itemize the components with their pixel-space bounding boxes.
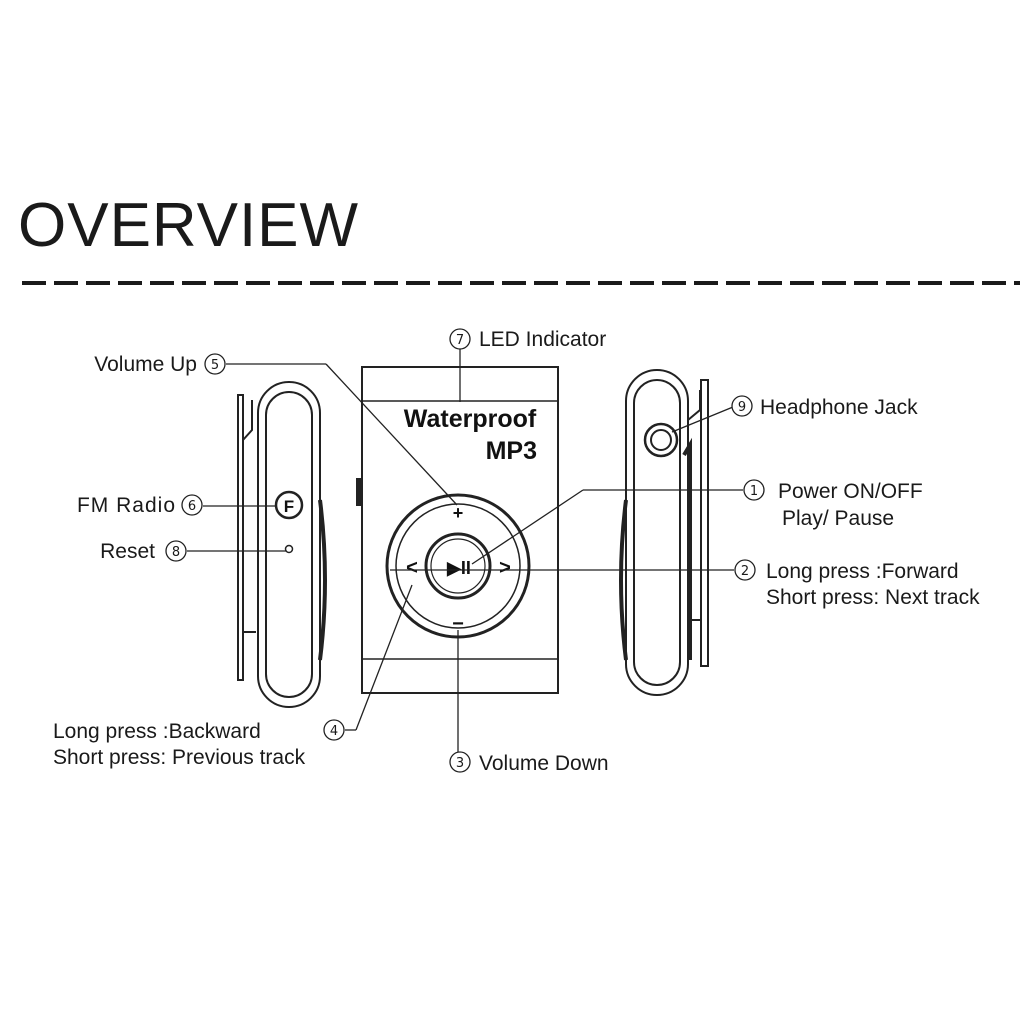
label-headphone-jack: Headphone Jack bbox=[760, 396, 918, 419]
label-power-line1: Power ON/OFF bbox=[778, 480, 923, 503]
front-side-switch bbox=[356, 478, 362, 506]
label-forward-line2: Short press: Next track bbox=[766, 586, 980, 609]
svg-text:7: 7 bbox=[456, 333, 464, 348]
left-side-view bbox=[237, 381, 327, 708]
brand-waterproof: Waterproof bbox=[404, 405, 537, 433]
leader-lines bbox=[187, 349, 743, 752]
left-wheel-edge bbox=[318, 499, 327, 661]
svg-text:8: 8 bbox=[172, 545, 180, 560]
label-led-indicator: LED Indicator bbox=[479, 328, 606, 351]
play-pause-button bbox=[424, 532, 492, 600]
leader-volume-up-d bbox=[325, 363, 458, 506]
callout-badge-2: 2 bbox=[734, 559, 756, 581]
svg-text:1: 1 bbox=[750, 484, 758, 499]
volume-up-icon: + bbox=[453, 503, 464, 523]
label-fm-radio: FM Radio bbox=[77, 494, 176, 517]
label-reset: Reset bbox=[100, 540, 155, 563]
previous-icon: < bbox=[406, 557, 418, 579]
right-clip-hook bbox=[687, 390, 701, 421]
fm-key-label: F bbox=[284, 497, 294, 516]
label-backward-line1: Long press :Backward bbox=[53, 720, 261, 743]
right-body-outline bbox=[625, 369, 689, 696]
callout-badge-7: 7 bbox=[449, 328, 471, 350]
right-clip-spine bbox=[682, 437, 692, 660]
right-clip-plate bbox=[700, 379, 709, 667]
svg-text:5: 5 bbox=[211, 358, 219, 373]
left-clip-hook bbox=[242, 400, 253, 441]
callout-badge-3: 3 bbox=[449, 751, 471, 773]
callout-badge-6: 6 bbox=[181, 494, 203, 516]
svg-text:2: 2 bbox=[741, 564, 749, 579]
label-power-line2: Play/ Pause bbox=[782, 507, 894, 530]
callout-badge-5: 5 bbox=[204, 353, 226, 375]
control-wheel-inner bbox=[395, 503, 521, 629]
label-backward-line2: Short press: Previous track bbox=[53, 746, 306, 769]
svg-text:3: 3 bbox=[456, 756, 464, 771]
fm-radio-key: F bbox=[274, 490, 304, 520]
front-view: Waterproof MP3 ▶II + − < > bbox=[356, 366, 559, 694]
svg-text:4: 4 bbox=[330, 724, 338, 739]
leader-headphone bbox=[671, 406, 734, 433]
page-title: OVERVIEW bbox=[18, 191, 360, 260]
svg-text:6: 6 bbox=[188, 499, 196, 514]
volume-down-icon: − bbox=[452, 613, 464, 635]
leader-backward-d bbox=[355, 584, 413, 731]
play-pause-icon: ▶II bbox=[446, 558, 471, 578]
left-clip-plate bbox=[237, 394, 244, 681]
label-volume-down: Volume Down bbox=[479, 752, 609, 775]
leader-power-d bbox=[471, 489, 584, 565]
right-wheel-edge bbox=[619, 499, 628, 661]
label-forward-line1: Long press :Forward bbox=[766, 560, 959, 583]
label-volume-up: Volume Up bbox=[94, 353, 197, 376]
callout-badge-4: 4 bbox=[323, 719, 345, 741]
callout-badge-8: 8 bbox=[165, 540, 187, 562]
left-body-inner bbox=[265, 391, 313, 698]
callout-badge-9: 9 bbox=[731, 395, 753, 417]
headphone-jack bbox=[643, 422, 679, 458]
brand-mp3: MP3 bbox=[486, 437, 537, 465]
left-body-outline bbox=[257, 381, 321, 708]
right-body-inner bbox=[633, 379, 681, 686]
next-icon: > bbox=[499, 557, 511, 579]
callout-badge-1: 1 bbox=[743, 479, 765, 501]
right-side-view bbox=[619, 369, 709, 696]
svg-text:9: 9 bbox=[738, 400, 746, 415]
reset-hole bbox=[284, 544, 294, 554]
